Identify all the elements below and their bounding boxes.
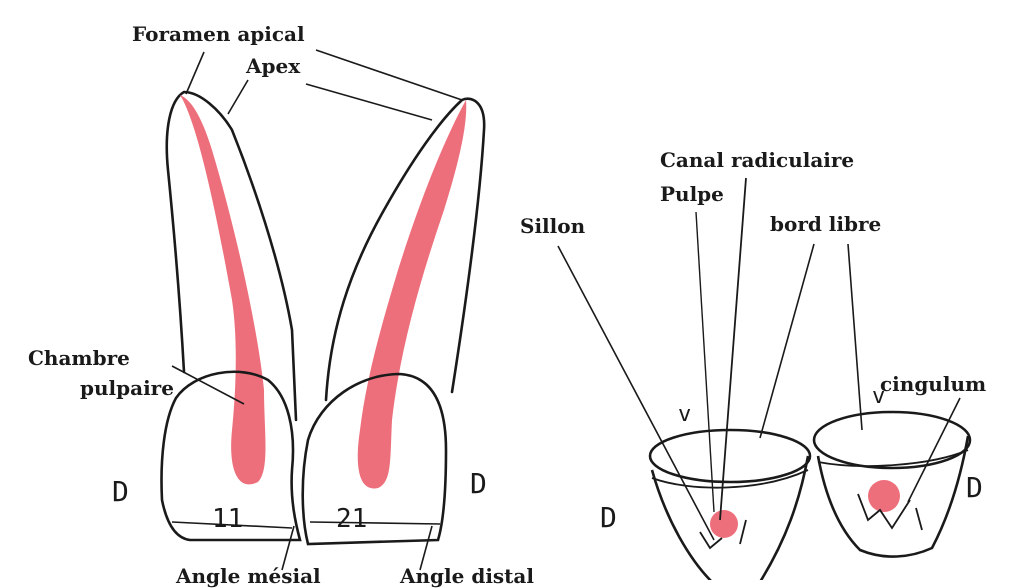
- label-angle-distal: Angle distal: [400, 564, 534, 588]
- marker-d-right-section: D: [966, 471, 983, 504]
- leader-cingulum: [907, 397, 961, 503]
- section-left-top: [648, 428, 812, 484]
- label-canal-radiculaire: Canal radiculaire: [660, 148, 855, 172]
- tooth-21-pulp: [357, 100, 467, 489]
- tooth-21-root-outline: [324, 97, 486, 402]
- marker-tooth-21: 21: [336, 504, 368, 534]
- leader-foramen-right: [315, 49, 463, 101]
- leader-foramen-left: [185, 51, 205, 95]
- label-cingulum: cingulum: [880, 372, 987, 396]
- section-left-sillon-mark: [699, 519, 747, 550]
- label-bord-libre: bord libre: [770, 212, 882, 236]
- label-angle-mesial: Angle mésial: [176, 564, 321, 588]
- leader-angle-distal: [419, 525, 433, 571]
- leader-bord-libre-left: [759, 243, 815, 439]
- label-foramen-apical: Foramen apical: [132, 22, 305, 46]
- leader-apex-right: [305, 83, 433, 121]
- leader-pulpe: [695, 211, 715, 513]
- section-right-body: [816, 435, 970, 558]
- tooth-11-pulp: [180, 95, 266, 485]
- section-left-body: [650, 455, 810, 580]
- section-right-cingulum-mark: [857, 493, 923, 531]
- marker-tooth-11: 11: [212, 504, 244, 534]
- leader-chambre: [171, 365, 245, 405]
- tooth-11-base-line: [171, 521, 293, 529]
- label-chambre: Chambre: [28, 346, 130, 370]
- leader-canal: [719, 177, 747, 521]
- marker-d-right-tooth: D: [470, 467, 487, 500]
- leader-angle-mesial: [281, 525, 295, 571]
- tooth-11-crown-outline: [160, 370, 302, 542]
- marker-v-right: v: [872, 384, 886, 409]
- marker-v-left: v: [678, 402, 692, 427]
- section-right-top: [812, 410, 972, 470]
- marker-d-left-tooth: D: [112, 475, 129, 508]
- leader-bord-libre-right: [847, 243, 863, 431]
- marker-d-left-section: D: [600, 501, 617, 534]
- section-left-pulp: [710, 510, 738, 538]
- label-apex: Apex: [246, 54, 301, 78]
- tooth-21-base-line: [309, 521, 441, 525]
- section-right-pulp: [868, 480, 900, 512]
- label-pulpaire: pulpaire: [80, 376, 174, 400]
- tooth-21-crown-outline: [301, 372, 448, 546]
- leader-apex-left: [227, 79, 249, 115]
- leader-sillon: [557, 245, 715, 541]
- label-sillon: Sillon: [520, 214, 586, 238]
- tooth-11-root-outline: [165, 90, 298, 422]
- label-pulpe: Pulpe: [660, 182, 724, 206]
- section-left-inner: [651, 469, 809, 489]
- section-right-inner: [817, 449, 969, 467]
